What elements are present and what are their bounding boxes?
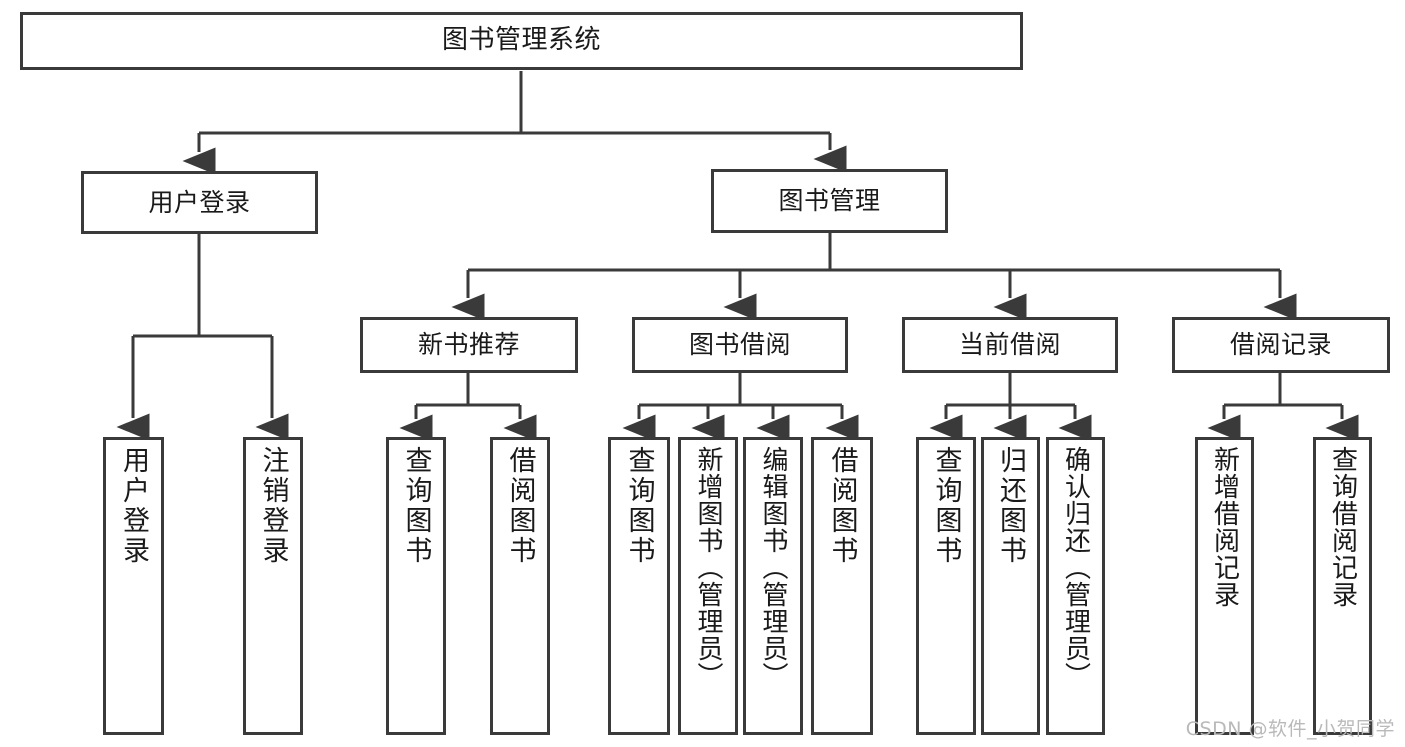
node-leaf-add-book[interactable]: 新增图书（管理员）	[678, 437, 738, 735]
node-leaf-return-book-label: 归还图书	[995, 446, 1026, 566]
node-leaf-return-book[interactable]: 归还图书	[981, 437, 1040, 735]
node-user-login[interactable]: 用户登录	[81, 171, 318, 234]
node-leaf-logout-login-label: 注销登录	[257, 446, 289, 566]
node-user-login-label: 用户登录	[148, 187, 251, 217]
node-root-label: 图书管理系统	[441, 25, 601, 56]
node-leaf-borrow-book-2-label: 借阅图书	[826, 446, 858, 566]
node-leaf-edit-book[interactable]: 编辑图书（管理员）	[743, 437, 803, 735]
node-leaf-add-book-label: 新增图书（管理员）	[693, 446, 723, 689]
node-leaf-confirm-return[interactable]: 确认归还（管理员）	[1046, 437, 1105, 735]
node-leaf-query-book-3-label: 查询图书	[930, 446, 962, 566]
node-leaf-borrow-book-1[interactable]: 借阅图书	[490, 437, 550, 735]
node-leaf-user-login-label: 用户登录	[118, 446, 149, 566]
csdn-watermark: CSDN @软件_小贺同学	[1185, 718, 1395, 740]
node-leaf-add-record-label: 新增借阅记录	[1209, 446, 1240, 608]
node-borrow-record-label: 借阅记录	[1229, 330, 1332, 359]
node-leaf-query-book-3[interactable]: 查询图书	[916, 437, 976, 735]
node-leaf-user-login[interactable]: 用户登录	[103, 437, 164, 735]
node-leaf-query-book-2[interactable]: 查询图书	[608, 437, 670, 735]
node-leaf-borrow-book-2[interactable]: 借阅图书	[811, 437, 873, 735]
node-leaf-borrow-book-1-label: 借阅图书	[504, 446, 536, 566]
node-leaf-query-record-label: 查询借阅记录	[1327, 446, 1358, 608]
node-current-borrow-label: 当前借阅	[958, 330, 1061, 359]
node-leaf-add-record[interactable]: 新增借阅记录	[1195, 437, 1254, 735]
node-leaf-query-book-1-label: 查询图书	[400, 446, 432, 566]
node-leaf-edit-book-label: 编辑图书（管理员）	[758, 446, 788, 689]
node-leaf-query-book-2-label: 查询图书	[623, 446, 655, 566]
node-leaf-logout-login[interactable]: 注销登录	[243, 437, 303, 735]
node-book-management[interactable]: 图书管理	[711, 169, 948, 233]
node-current-borrow[interactable]: 当前借阅	[902, 317, 1118, 373]
node-leaf-query-record[interactable]: 查询借阅记录	[1313, 437, 1372, 735]
node-book-borrow[interactable]: 图书借阅	[632, 317, 848, 373]
node-new-book-recommend-label: 新书推荐	[417, 330, 520, 359]
node-borrow-record[interactable]: 借阅记录	[1172, 317, 1390, 373]
node-book-borrow-label: 图书借阅	[688, 330, 791, 359]
node-new-book-recommend[interactable]: 新书推荐	[360, 317, 578, 373]
node-root[interactable]: 图书管理系统	[20, 12, 1023, 70]
node-leaf-query-book-1[interactable]: 查询图书	[386, 437, 446, 735]
node-leaf-confirm-return-label: 确认归还（管理员）	[1060, 446, 1091, 689]
node-book-management-label: 图书管理	[778, 186, 881, 215]
